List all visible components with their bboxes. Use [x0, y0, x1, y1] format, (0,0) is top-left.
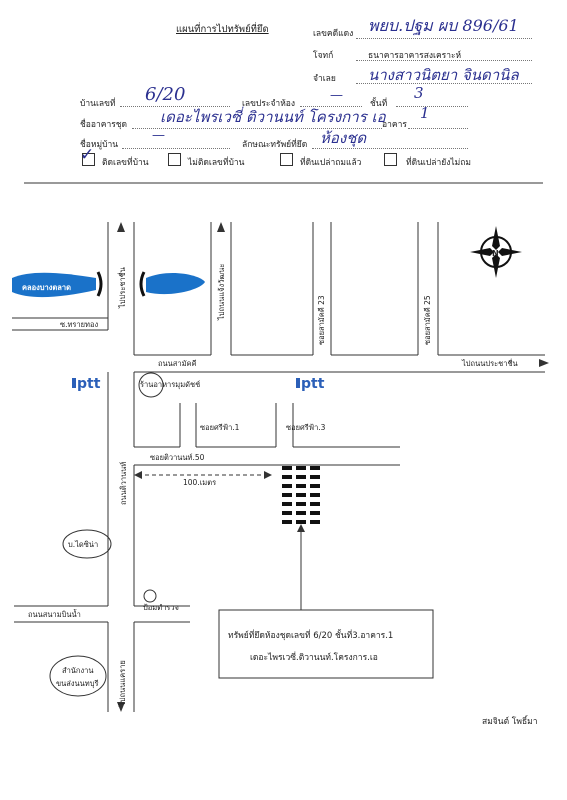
label-shop: ร้านอาหารมุมดัชช์ [140, 380, 200, 389]
house-no-value: 6/20 [145, 84, 186, 105]
checkbox-no-house-number[interactable] [168, 153, 181, 166]
label-soi-tiwanon-50: ซอยติวานนท์.50 [150, 453, 205, 462]
label-office-1: สำนักงาน [62, 666, 93, 675]
label-soi-sirifa-3: ซอยศรีฟ้า.3 [286, 423, 326, 432]
road-labels: คลองบางตลาด ไปประชาชื่น ไปถนนแจ้งวัฒนะ ซ… [22, 249, 518, 707]
callout-line-2: เดอะไพรเวซี่.ติวานนท์.โครงการ.เอ [250, 651, 378, 663]
compass-icon [470, 226, 522, 278]
label-soi-25: ซอยสามัคคี 25 [423, 295, 432, 345]
label-compass-north: N [492, 249, 499, 258]
label-road-chaengwattana: ไปถนนแจ้งวัฒนะ [217, 264, 226, 321]
signature-name: สมจินต์ โพธิ์มา [482, 717, 538, 727]
check-mark-icon: ✓ [80, 145, 95, 165]
label-ptt-1: ptt [77, 376, 101, 392]
checkbox-label: ที่ดินเปล่าถมแล้ว [300, 158, 362, 168]
map-title: แผนที่การไปทรัพย์ที่ยึด [176, 24, 269, 35]
checkbox-house-number[interactable] [82, 153, 95, 166]
callout-line-1: ทรัพย์ที่ยึดห้องชุดเลขที่ 6/20 ชั้นที่3.… [228, 629, 393, 641]
label-road-khae-rai: ไปถนนแคราย [118, 660, 127, 707]
property-type-value: ห้องชุด [320, 129, 367, 147]
condo-value: เดอะไพรเวซี่ ติวานนท์ โครงการ เอ [160, 108, 386, 126]
floor-value: 3 [414, 84, 424, 102]
label-office-2: ขนส่งนนทบุรี [56, 679, 98, 688]
village-label: ชื่อหมู่บ้าน [80, 140, 119, 150]
plaintiff-label: โจทก์ [313, 51, 334, 61]
checkbox-label: ที่ดินเปล่ายังไม่ถม [406, 158, 471, 168]
defendant-value: นางสาวนิตยา จินดานิล [368, 66, 519, 84]
label-landmark-bank: บ.ไดซิน่า [68, 540, 98, 549]
label-road-samakkhi: ถนนสามัคคี [158, 359, 197, 368]
room-value: — [330, 88, 343, 103]
village-value: — [152, 128, 165, 143]
property-type-label: ลักษณะทรัพย์ที่ยึด [242, 140, 308, 150]
plaintiff-value: ธนาคารอาคารสงเคราะห์ [368, 51, 462, 61]
room-label: เลขประจำห้อง [242, 99, 296, 109]
label-distance: 100.เมตร [183, 478, 216, 487]
label-canal: คลองบางตลาด [22, 283, 71, 292]
floor-label: ชั้นที่ [370, 99, 388, 109]
building-value: 1 [420, 104, 430, 122]
section-divider [24, 182, 543, 184]
label-police-box: ป้อมตำรวจ [143, 603, 179, 612]
label-soi-sirifa-1: ซอยศรีฟ้า.1 [200, 423, 240, 432]
condo-label: ชื่ออาคารชุด [80, 120, 128, 130]
checkbox-land-unfilled[interactable] [384, 153, 397, 166]
checkbox-label: ติดเลขที่บ้าน [102, 158, 149, 168]
checkbox-land-filled[interactable] [280, 153, 293, 166]
label-ptt-2: ptt [301, 376, 325, 392]
label-road-prachachuen-right: ไปถนนประชาชื่น [461, 358, 518, 368]
label-soi-raithong: ซ.ทรายทอง [60, 320, 99, 329]
label-road-tiwanon: ถนนติวานนท์ [119, 462, 128, 505]
defendant-label: จำเลย [313, 74, 336, 84]
label-soi-23: ซอยสามัคคี 23 [317, 295, 326, 345]
case-no-value: พยบ.ปฐม ผบ 896/61 [368, 16, 519, 35]
checkbox-label: ไม่ติดเลขที่บ้าน [188, 158, 245, 168]
house-no-label: บ้านเลขที่ [80, 99, 116, 109]
case-no-label: เลขคดีแดง [313, 29, 354, 39]
label-road-sanambinnam: ถนนสนามบินน้ำ [28, 609, 81, 619]
label-road-prachachuen-left: ไปประชาชื่น [117, 267, 127, 309]
building-label: อาคาร [382, 120, 407, 130]
